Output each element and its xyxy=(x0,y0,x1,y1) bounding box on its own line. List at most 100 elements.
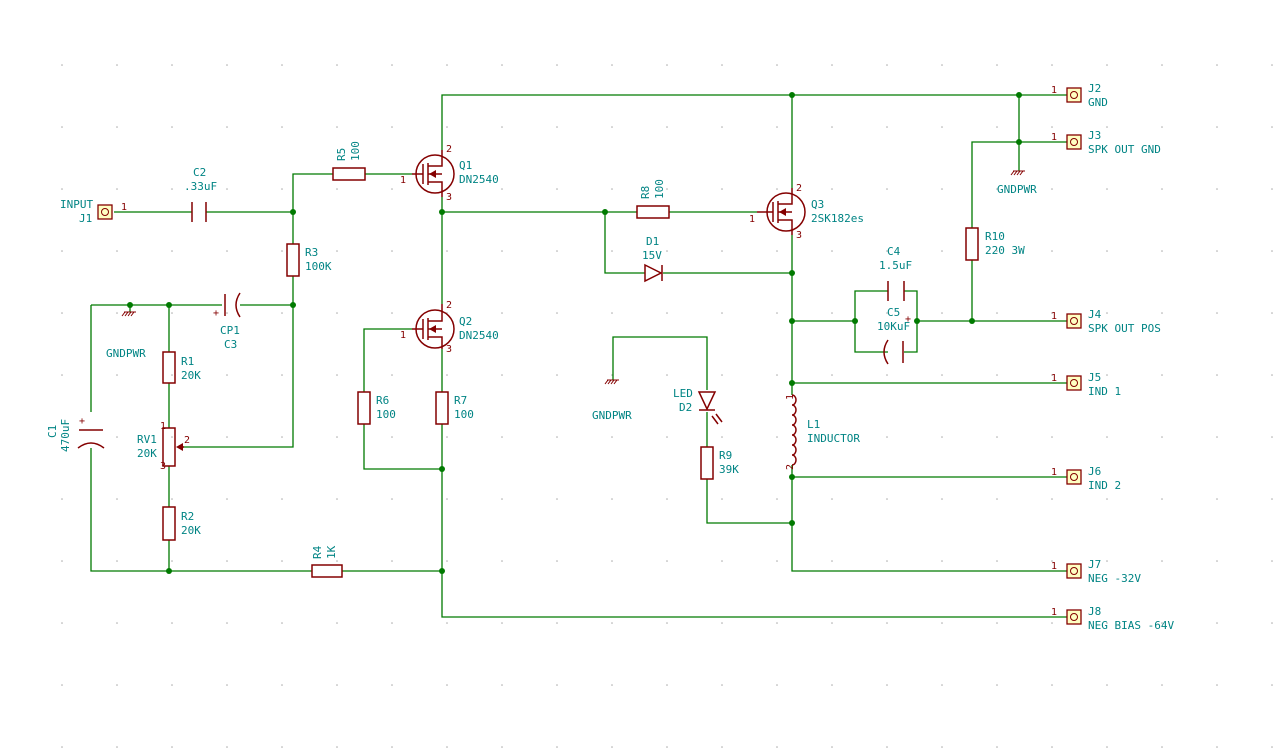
grid-dot xyxy=(281,746,283,748)
grid-dot xyxy=(611,64,613,66)
grid-dot xyxy=(336,746,338,748)
connector-J4[interactable]: 1 J4 SPK OUT POS xyxy=(1051,308,1161,335)
grid-dot xyxy=(1106,126,1108,128)
connector-J7[interactable]: 1 J7 NEG -32V xyxy=(1051,558,1141,585)
grid-dot xyxy=(1216,498,1218,500)
grid-dot xyxy=(941,64,943,66)
resistor-R4[interactable]: R4 1K xyxy=(311,545,343,578)
diode-D1[interactable]: D1 15V xyxy=(642,235,663,283)
grid-dot xyxy=(446,622,448,624)
grid-dot xyxy=(281,436,283,438)
grid-dot xyxy=(996,188,998,190)
mosfet-Q3[interactable]: 1 2 3 Q3 2SK182es xyxy=(749,183,864,241)
grid-dot xyxy=(666,436,668,438)
C2-value: .33uF xyxy=(184,180,217,193)
grid-dot xyxy=(61,436,63,438)
grid-dot xyxy=(1161,126,1163,128)
resistor-R10[interactable]: R10 220 3W xyxy=(965,227,1025,261)
grid-dot xyxy=(116,126,118,128)
grid-dot xyxy=(501,312,503,314)
grid-dot xyxy=(501,374,503,376)
grid-dot xyxy=(886,250,888,252)
grid-dot xyxy=(886,64,888,66)
capacitor-C4[interactable]: C4 1.5uF xyxy=(879,245,912,301)
grid-dot xyxy=(116,312,118,314)
capacitor-C2[interactable]: C2 .33uF xyxy=(184,166,217,222)
Q3-pin2: 2 xyxy=(796,183,802,194)
grid-dot xyxy=(391,374,393,376)
inductor-L1[interactable]: 1 2 L1 INDUCTOR xyxy=(785,394,860,470)
grid-dot xyxy=(336,188,338,190)
grid-dot xyxy=(1051,250,1053,252)
resistor-R6[interactable]: R6 100 xyxy=(357,391,396,425)
grid-dot xyxy=(1216,684,1218,686)
grid-dot xyxy=(831,312,833,314)
Q1-pin2: 2 xyxy=(446,144,452,155)
grid-dot xyxy=(941,560,943,562)
grid-dot xyxy=(61,312,63,314)
potentiometer-RV1[interactable]: 1 2 3 RV1 20K xyxy=(137,421,190,472)
grid-dot xyxy=(996,374,998,376)
R6-ref: R6 xyxy=(376,394,389,407)
grid-dot xyxy=(116,188,118,190)
resistor-R5[interactable]: R5 100 xyxy=(332,141,366,181)
resistor-R3[interactable]: R3 100K xyxy=(286,243,332,277)
grid-dot xyxy=(941,498,943,500)
grid-dot xyxy=(996,560,998,562)
gnd-symbol-3[interactable]: GNDPWR xyxy=(997,170,1037,196)
grid-dot xyxy=(116,684,118,686)
resistor-R1[interactable]: R1 20K xyxy=(162,351,201,384)
grid-dot xyxy=(721,560,723,562)
connector-J2[interactable]: 1 J2 GND xyxy=(1051,82,1108,109)
resistor-R9[interactable]: R9 39K xyxy=(700,446,739,480)
grid-dot xyxy=(996,64,998,66)
capacitor-C5[interactable]: + C5 10KuF xyxy=(877,306,911,365)
J8-value: NEG BIAS -64V xyxy=(1088,619,1174,632)
grid-dot xyxy=(226,188,228,190)
capacitor-CP1[interactable]: + CP1 C3 xyxy=(213,292,241,351)
resistor-R8[interactable]: R8 100 xyxy=(636,179,670,219)
connector-J8[interactable]: 1 J8 NEG BIAS -64V xyxy=(1051,605,1174,632)
grid-dot xyxy=(501,188,503,190)
connector-J1[interactable]: 1 INPUT J1 xyxy=(60,198,127,225)
gnd-symbol-2[interactable]: GNDPWR xyxy=(592,379,632,422)
C1-ref: C1 xyxy=(46,425,59,438)
RV1-pin3: 3 xyxy=(160,461,166,472)
grid-dot xyxy=(226,436,228,438)
grid-dot xyxy=(556,64,558,66)
grid-dot xyxy=(611,684,613,686)
capacitor-C1[interactable]: + C1 470uF xyxy=(46,416,105,452)
grid-dot xyxy=(611,746,613,748)
grid-dot xyxy=(941,374,943,376)
D2-ref: D2 xyxy=(679,401,692,414)
J4-pin: 1 xyxy=(1051,311,1057,322)
grid-dot xyxy=(941,250,943,252)
gnd-symbol-1[interactable]: GNDPWR xyxy=(106,311,146,360)
grid-dot xyxy=(611,560,613,562)
mosfet-Q2[interactable]: 1 2 3 Q2 DN2540 xyxy=(400,300,499,355)
J6-ref: J6 xyxy=(1088,465,1101,478)
grid-dot xyxy=(886,746,888,748)
grid-dot xyxy=(886,374,888,376)
resistor-R7[interactable]: R7 100 xyxy=(435,391,474,425)
grid-dot xyxy=(721,436,723,438)
connector-J5[interactable]: 1 J5 IND 1 xyxy=(1051,371,1121,398)
grid-dot xyxy=(61,498,63,500)
grid-dot xyxy=(1271,250,1273,252)
C4-ref: C4 xyxy=(887,245,901,258)
J1-value: INPUT xyxy=(60,198,93,211)
mosfet-Q1[interactable]: 1 2 3 Q1 DN2540 xyxy=(400,144,499,203)
grid-dot xyxy=(666,560,668,562)
connector-J3[interactable]: 1 J3 SPK OUT GND xyxy=(1051,129,1161,156)
grid-dot xyxy=(61,684,63,686)
R2-ref: R2 xyxy=(181,510,194,523)
grid-dot xyxy=(1216,64,1218,66)
resistor-R2[interactable]: R2 20K xyxy=(162,506,201,541)
connector-J6[interactable]: 1 J6 IND 2 xyxy=(1051,465,1121,492)
grid-dot xyxy=(886,126,888,128)
grid-dot xyxy=(1051,622,1053,624)
grid-dot xyxy=(831,684,833,686)
grid-dot xyxy=(721,64,723,66)
led-D2[interactable]: LED D2 xyxy=(673,387,723,425)
grid-dot xyxy=(721,374,723,376)
